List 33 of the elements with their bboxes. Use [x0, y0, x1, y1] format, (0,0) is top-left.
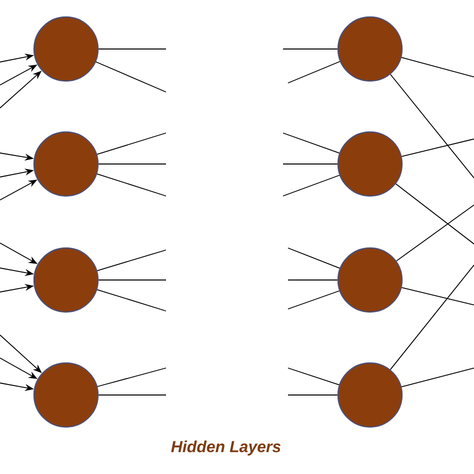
connection-line — [97, 368, 166, 387]
layer-label: Hidden Layers — [171, 440, 281, 456]
connection-line — [96, 61, 166, 92]
connection-line — [401, 287, 474, 306]
connection-line — [395, 183, 474, 244]
connection-line — [98, 48, 166, 50]
neuron-circle — [337, 247, 403, 313]
connection-line — [401, 57, 474, 78]
connection-line — [401, 138, 474, 157]
connection-line — [401, 368, 474, 388]
neuron-circle — [33, 131, 99, 197]
neuron-circle — [33, 362, 99, 428]
neuron-circle — [337, 16, 403, 82]
connection-line — [288, 290, 340, 310]
connection-line — [98, 394, 166, 396]
connection-line — [96, 173, 166, 196]
connection-line — [390, 264, 474, 370]
connection-line — [288, 368, 340, 386]
connection-line — [96, 289, 166, 312]
connection-line — [288, 394, 338, 396]
neuron-circle — [337, 131, 403, 197]
connection-line — [282, 174, 340, 196]
connection-line — [282, 48, 338, 50]
connection-line — [288, 248, 340, 269]
connection-line — [282, 132, 340, 154]
neuron-circle — [33, 16, 99, 82]
connection-line — [96, 250, 166, 272]
connection-line — [390, 74, 474, 178]
neuron-circle — [337, 362, 403, 428]
neuron-circle — [33, 247, 99, 313]
connection-line — [288, 61, 340, 84]
connection-line — [396, 204, 474, 262]
connection-line — [96, 132, 166, 155]
